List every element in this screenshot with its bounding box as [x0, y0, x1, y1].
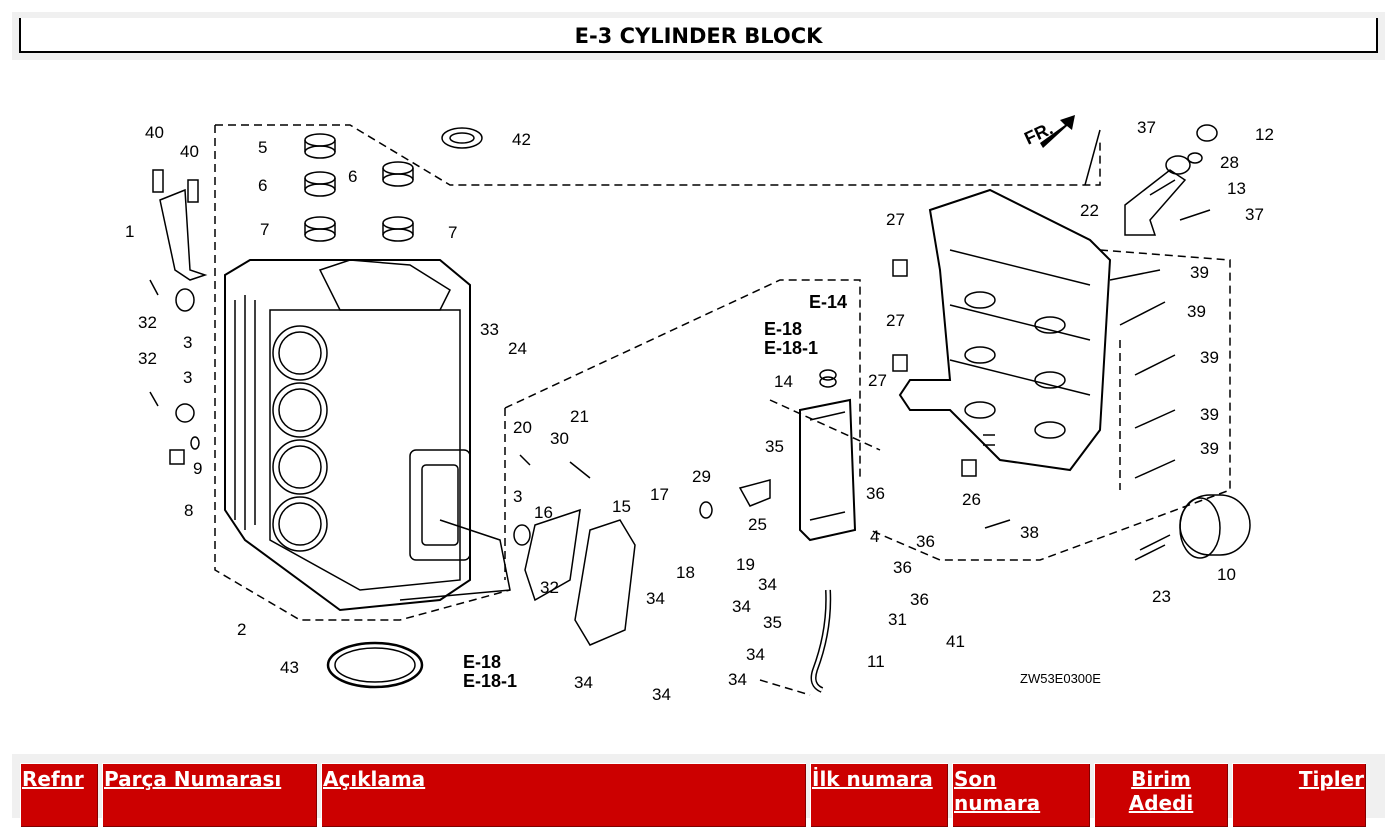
svg-text:32: 32 [540, 578, 559, 597]
svg-text:2: 2 [237, 620, 246, 639]
svg-text:32: 32 [138, 313, 157, 332]
svg-text:FR.: FR. [1021, 118, 1056, 148]
page-title: E-3 CYLINDER BLOCK [574, 24, 823, 48]
svg-text:39: 39 [1200, 439, 1219, 458]
svg-text:42: 42 [512, 130, 531, 149]
svg-text:30: 30 [550, 429, 569, 448]
svg-text:31: 31 [888, 610, 907, 629]
svg-text:34: 34 [746, 645, 765, 664]
col-unit-qty[interactable]: Birim Adedi [1094, 763, 1228, 827]
svg-text:3: 3 [513, 487, 522, 506]
svg-text:36: 36 [910, 590, 929, 609]
svg-text:18: 18 [676, 563, 695, 582]
svg-text:24: 24 [508, 339, 527, 358]
svg-text:27: 27 [868, 371, 887, 390]
svg-text:7: 7 [260, 220, 269, 239]
svg-text:34: 34 [652, 685, 671, 704]
svg-text:22: 22 [1080, 201, 1099, 220]
svg-text:41: 41 [946, 632, 965, 651]
svg-text:20: 20 [513, 418, 532, 437]
col-description[interactable]: Açıklama [321, 763, 806, 827]
svg-text:7: 7 [448, 223, 457, 242]
col-types[interactable]: Tipler [1232, 763, 1366, 827]
svg-text:11: 11 [867, 652, 885, 671]
svg-text:25: 25 [748, 515, 767, 534]
svg-text:36: 36 [866, 484, 885, 503]
svg-text:E-18-1: E-18-1 [764, 338, 818, 358]
svg-text:13: 13 [1227, 179, 1246, 198]
svg-text:34: 34 [728, 670, 747, 689]
svg-text:34: 34 [732, 597, 751, 616]
svg-text:35: 35 [765, 437, 784, 456]
svg-text:37: 37 [1245, 205, 1264, 224]
svg-text:15: 15 [612, 497, 631, 516]
svg-text:E-18: E-18 [463, 652, 501, 672]
svg-text:34: 34 [758, 575, 777, 594]
svg-text:39: 39 [1187, 302, 1206, 321]
svg-text:33: 33 [480, 320, 499, 339]
svg-text:1: 1 [125, 222, 134, 241]
svg-text:35: 35 [763, 613, 782, 632]
svg-text:4: 4 [870, 527, 879, 546]
svg-text:E-18-1: E-18-1 [463, 671, 517, 691]
svg-text:39: 39 [1200, 405, 1219, 424]
svg-text:27: 27 [886, 311, 905, 330]
col-last-number[interactable]: Son numara [952, 763, 1090, 827]
svg-text:23: 23 [1152, 587, 1171, 606]
svg-text:39: 39 [1190, 263, 1209, 282]
col-part-number[interactable]: Parça Numarası [102, 763, 317, 827]
col-refnr[interactable]: Refnr [20, 763, 98, 827]
svg-text:E-18: E-18 [764, 319, 802, 339]
col-first-number[interactable]: İlk numara [810, 763, 948, 827]
svg-text:16: 16 [534, 503, 553, 522]
svg-text:ZW53E0300E: ZW53E0300E [1020, 671, 1101, 686]
svg-text:9: 9 [193, 459, 202, 478]
table-header-row: Refnr Parça Numarası Açıklama İlk numara… [20, 763, 1366, 827]
parts-table: Refnr Parça Numarası Açıklama İlk numara… [16, 759, 1370, 831]
svg-text:12: 12 [1255, 125, 1274, 144]
svg-text:37: 37 [1137, 118, 1156, 137]
svg-text:10: 10 [1217, 565, 1236, 584]
svg-text:27: 27 [886, 210, 905, 229]
svg-text:6: 6 [348, 167, 357, 186]
svg-text:8: 8 [184, 501, 193, 520]
svg-text:39: 39 [1200, 348, 1219, 367]
svg-text:3: 3 [183, 333, 192, 352]
svg-text:36: 36 [893, 558, 912, 577]
svg-text:E-14: E-14 [809, 292, 847, 312]
svg-text:43: 43 [280, 658, 299, 677]
svg-text:21: 21 [570, 407, 589, 426]
svg-text:14: 14 [774, 372, 793, 391]
svg-text:32: 32 [138, 349, 157, 368]
svg-text:40: 40 [145, 123, 164, 142]
svg-text:34: 34 [646, 589, 665, 608]
svg-text:5: 5 [258, 138, 267, 157]
title-bar: E-3 CYLINDER BLOCK [19, 18, 1378, 53]
svg-text:19: 19 [736, 555, 755, 574]
svg-text:26: 26 [962, 490, 981, 509]
svg-text:29: 29 [692, 467, 711, 486]
svg-text:38: 38 [1020, 523, 1039, 542]
svg-text:6: 6 [258, 176, 267, 195]
svg-text:40: 40 [180, 142, 199, 161]
svg-text:17: 17 [650, 485, 669, 504]
svg-text:34: 34 [574, 673, 593, 692]
svg-text:36: 36 [916, 532, 935, 551]
svg-text:28: 28 [1220, 153, 1239, 172]
svg-text:3: 3 [183, 368, 192, 387]
